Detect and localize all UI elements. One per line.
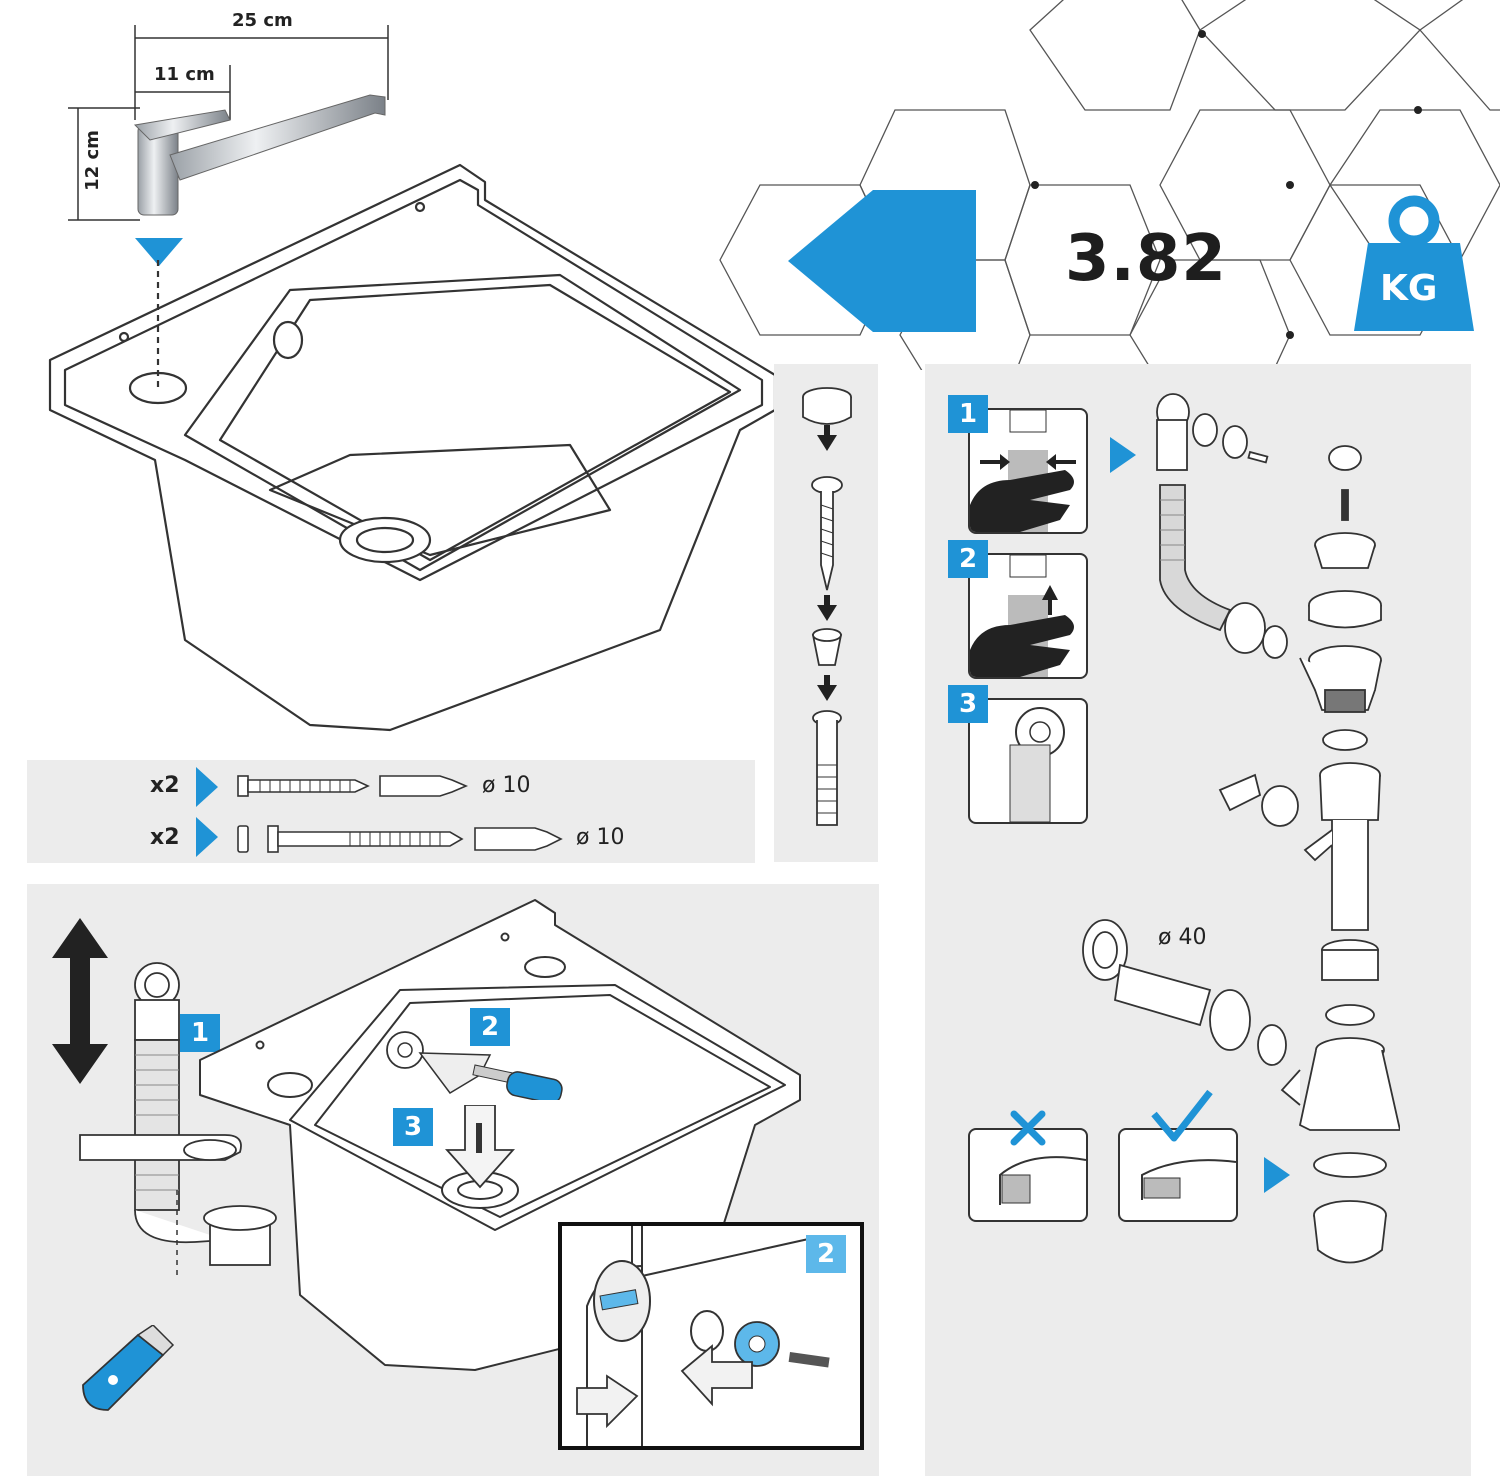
faucet-position-marker bbox=[135, 238, 183, 266]
overflow-step-2-badge: 2 bbox=[948, 540, 988, 578]
wrong-cross-icon bbox=[1010, 1110, 1046, 1146]
overflow-step-3-thumbnail bbox=[968, 698, 1088, 824]
sink-illustration-top bbox=[48, 163, 777, 732]
dimension-width-label: 25 cm bbox=[232, 10, 293, 31]
hexagon-background bbox=[719, 0, 1500, 370]
overflow-step-1-thumbnail bbox=[968, 408, 1088, 534]
hardware-row1-quantity: x2 bbox=[150, 773, 180, 798]
pointer-arrow-icon bbox=[1110, 437, 1136, 473]
hardware-row1-diameter: ø 10 bbox=[482, 773, 531, 798]
exploded-drain-drawing bbox=[1082, 393, 1400, 1264]
install-step-2-badge: 2 bbox=[470, 1008, 510, 1046]
drain-assembly-panel bbox=[925, 364, 1471, 1476]
arrow-left-icon bbox=[788, 190, 976, 332]
seal-correct-thumbnail bbox=[1118, 1128, 1238, 1222]
weight-value: 3.82 bbox=[1065, 222, 1227, 296]
detail-inset-drawing bbox=[576, 1226, 830, 1446]
insert-down-arrow-icon bbox=[445, 1105, 515, 1189]
hardware-icons bbox=[196, 767, 563, 857]
install-step-3-badge: 3 bbox=[393, 1108, 433, 1146]
pointer-arrow-icon-2 bbox=[1264, 1157, 1290, 1193]
weight-icon bbox=[1354, 195, 1474, 331]
screwdriver-icon bbox=[386, 1031, 563, 1100]
drain-pipe-diameter: ø 40 bbox=[1158, 925, 1207, 950]
detail-step-2-badge: 2 bbox=[806, 1235, 846, 1273]
dimension-offset-label: 11 cm bbox=[154, 64, 215, 85]
hardware-row2-quantity: x2 bbox=[150, 825, 180, 850]
correct-check-icon bbox=[1151, 1089, 1213, 1142]
overflow-drain-assembly bbox=[79, 962, 277, 1280]
overflow-step-3-badge: 3 bbox=[948, 685, 988, 723]
dimension-lines bbox=[68, 25, 389, 221]
cutter-knife-icon bbox=[82, 1325, 175, 1411]
overflow-step-1-badge: 1 bbox=[948, 395, 988, 433]
hardware-row2-diameter: ø 10 bbox=[576, 825, 625, 850]
double-arrow-icon bbox=[52, 918, 108, 1084]
weight-unit: KG bbox=[1380, 268, 1438, 309]
overflow-step-2-thumbnail bbox=[968, 553, 1088, 679]
screw-sequence-icons bbox=[802, 387, 852, 826]
install-step-1-badge: 1 bbox=[180, 1014, 220, 1052]
faucet-illustration bbox=[133, 94, 386, 216]
seal-wrong-thumbnail bbox=[968, 1128, 1088, 1222]
